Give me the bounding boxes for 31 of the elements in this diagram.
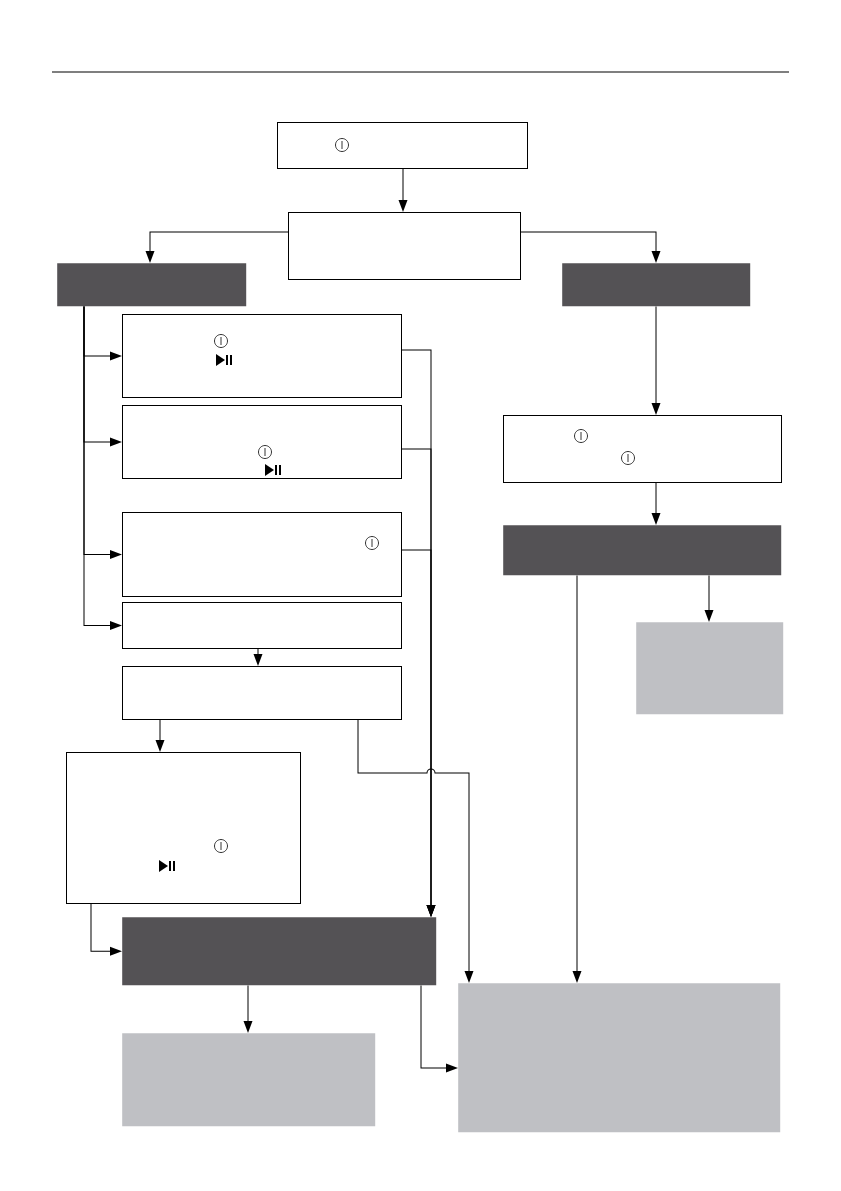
arrow [572,574,582,983]
arrow [520,231,661,263]
process-box [122,666,402,720]
process-box [122,405,402,479]
process-box [277,122,528,169]
arrow [145,231,289,263]
arrow [243,984,253,1033]
arrow [90,903,122,956]
header-box [562,263,751,307]
arrow [398,168,408,212]
header-box [57,263,247,307]
arrow [155,719,165,752]
arrow [420,984,458,1073]
header-box [122,917,437,986]
arrow [357,719,474,983]
arrow [651,305,661,415]
arrow [253,648,263,666]
process-box [503,415,782,483]
result-box [636,622,784,715]
header-box [503,525,782,576]
arrow [83,305,122,630]
process-box [122,314,402,398]
process-box [66,752,301,904]
result-box [458,983,781,1133]
process-box [288,212,521,280]
process-box [122,602,402,649]
arrow [704,574,714,622]
arrow [401,549,436,917]
arrow [651,482,661,525]
process-box [122,512,402,597]
result-box [122,1033,376,1127]
